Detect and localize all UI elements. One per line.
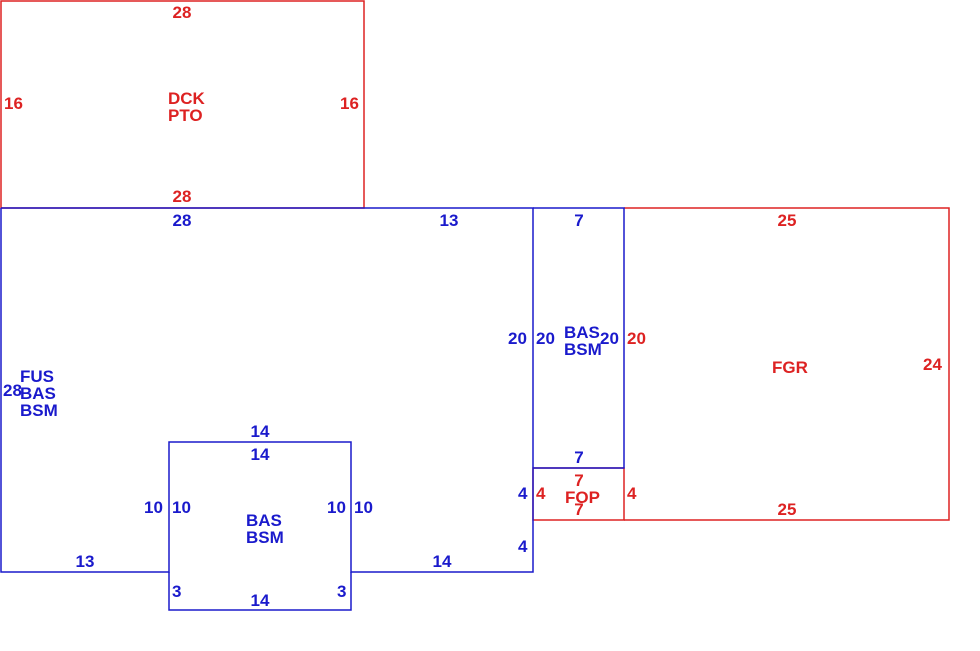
deck-label-line1: DCK <box>168 89 206 108</box>
dim-main-right-lower-a: 4 <box>518 484 528 503</box>
bump-label-line2: BSM <box>246 528 284 547</box>
dim-main-right-lower-b: 4 <box>518 537 528 556</box>
dim-bump-right-short: 3 <box>337 582 346 601</box>
dim-side-left: 20 <box>536 329 555 348</box>
dim-bump-left-short: 3 <box>172 582 181 601</box>
dim-main-left: 28 <box>3 381 22 400</box>
dim-garage-right: 24 <box>923 355 942 374</box>
dim-side-right: 20 <box>600 329 619 348</box>
blue-area-labels: FUS BAS BSM BAS BSM BAS BSM <box>20 323 602 547</box>
dim-side-top: 7 <box>574 211 583 230</box>
dim-deck-bottom: 28 <box>173 187 192 206</box>
dim-main-right-upper: 20 <box>508 329 527 348</box>
bump-outline[interactable] <box>168 572 352 611</box>
dim-porch-top: 7 <box>574 471 583 490</box>
red-area-labels: DCK PTO FOP FGR <box>168 89 808 507</box>
side-label-line1: BAS <box>564 323 600 342</box>
dim-bump-right-inner: 10 <box>327 498 346 517</box>
dim-garage-left: 20 <box>627 329 646 348</box>
dim-deck-right: 16 <box>340 94 359 113</box>
side-outline[interactable] <box>533 207 625 469</box>
deck-label-line2: PTO <box>168 106 203 125</box>
dim-deck-top: 28 <box>173 3 192 22</box>
dim-bump-bottom: 14 <box>251 591 270 610</box>
dim-deck-left: 16 <box>4 94 23 113</box>
dim-porch-bottom: 7 <box>574 500 583 519</box>
red-dimensions: 28 16 16 28 7 4 4 7 25 20 24 25 <box>4 3 942 519</box>
dim-bump-left-outer: 10 <box>144 498 163 517</box>
dim-porch-right: 4 <box>627 484 637 503</box>
porch-label: FOP <box>565 488 600 507</box>
blue-outlines <box>0 207 625 611</box>
dim-porch-left: 4 <box>536 484 546 503</box>
red-outlines <box>0 0 950 521</box>
side-label-line2: BSM <box>564 340 602 359</box>
dim-garage-bottom: 25 <box>778 500 797 519</box>
main-label-line2: BAS <box>20 384 56 403</box>
dim-bump-top-inner: 14 <box>251 445 270 464</box>
dim-garage-top: 25 <box>778 211 797 230</box>
dim-main-top: 28 <box>173 211 192 230</box>
bump-label-line1: BAS <box>246 511 282 530</box>
main-label-line3: BSM <box>20 401 58 420</box>
dim-bump-right-outer: 10 <box>354 498 373 517</box>
main-outline[interactable] <box>0 207 534 573</box>
dim-bump-top-outer: 14 <box>251 422 270 441</box>
dim-main-bottom-left: 13 <box>76 552 95 571</box>
dim-side-bottom: 7 <box>574 448 583 467</box>
dim-bump-left-inner: 10 <box>172 498 191 517</box>
dim-main-bottom-right: 14 <box>433 552 452 571</box>
garage-label: FGR <box>772 358 808 377</box>
main-label-line1: FUS <box>20 367 54 386</box>
blue-dimensions: 28 13 28 20 4 4 13 14 14 14 10 10 10 10 … <box>3 211 619 610</box>
dim-main-top-right: 13 <box>440 211 459 230</box>
garage-outline[interactable] <box>624 207 950 521</box>
